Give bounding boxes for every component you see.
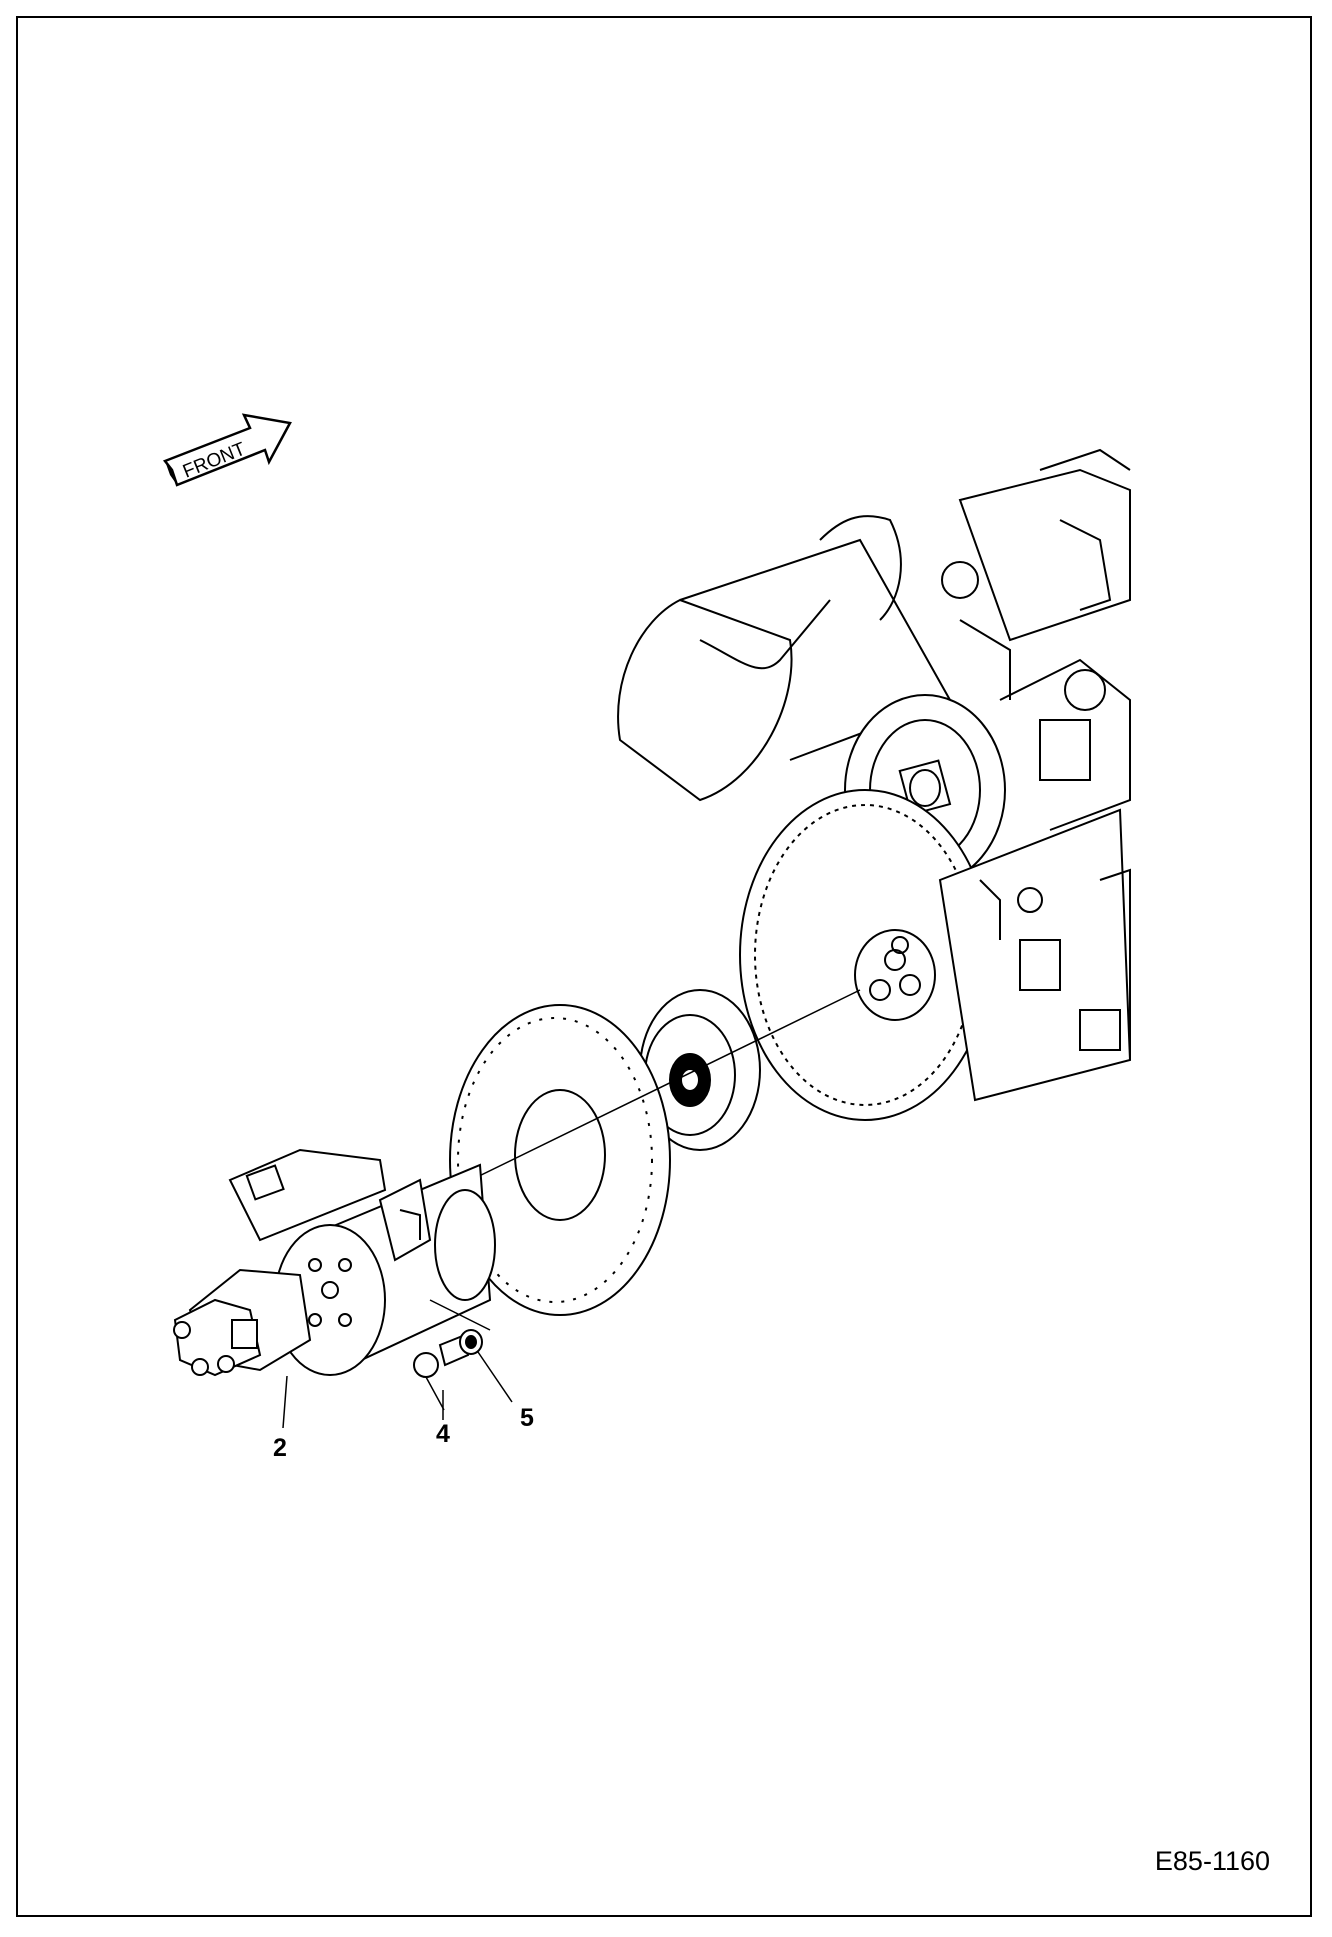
leader-line-pump xyxy=(429,1299,491,1331)
callout-2: 2 xyxy=(273,1434,287,1462)
coupling-disc xyxy=(639,989,761,1151)
engine-assembly xyxy=(617,448,1132,1121)
figure-code: E85-1160 xyxy=(1154,1846,1270,1876)
callout-4: 4 xyxy=(436,1420,450,1448)
flex-plate xyxy=(449,1004,671,1316)
hydraulic-pump xyxy=(173,1148,496,1377)
callout-5: 5 xyxy=(520,1404,534,1432)
axis-line xyxy=(429,989,861,1201)
drawing-frame xyxy=(16,16,1312,1917)
leader-line-2 xyxy=(282,1375,288,1429)
front-arrow-icon: FRONT xyxy=(162,413,292,487)
washer-part xyxy=(459,1329,513,1403)
